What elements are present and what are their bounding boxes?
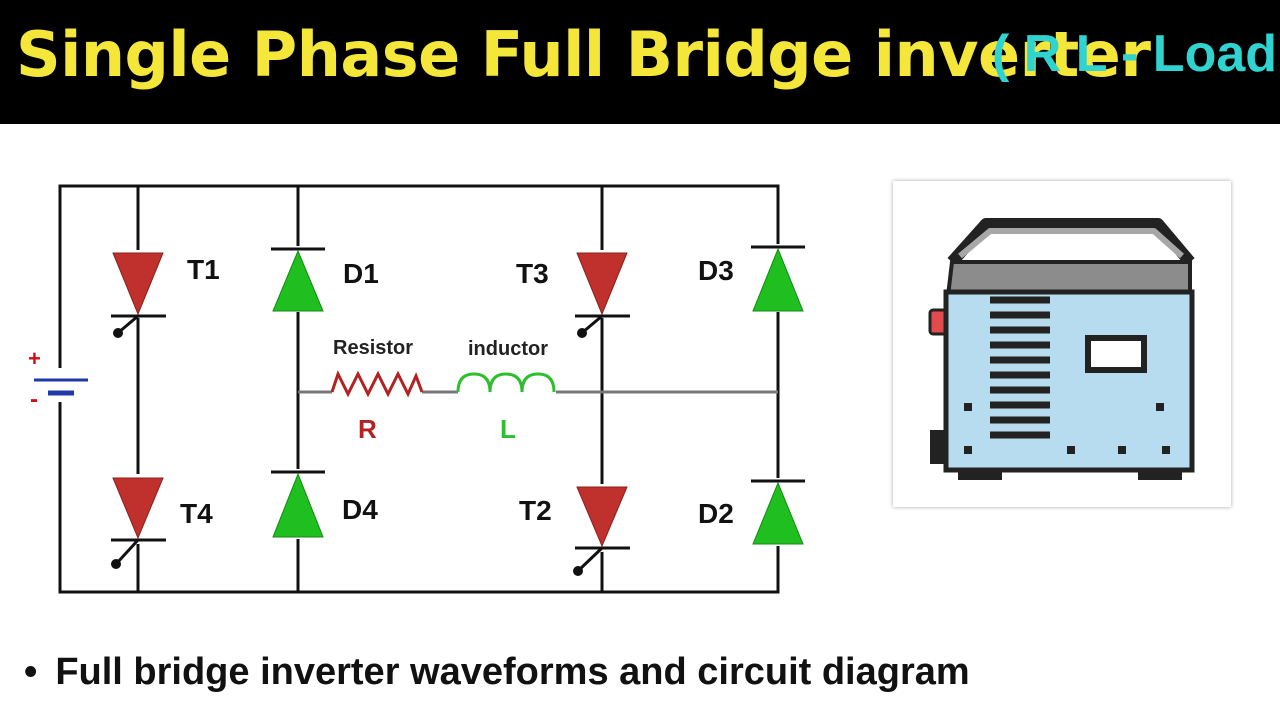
- footer-bullet-item: • Full bridge inverter waveforms and circ…: [24, 651, 970, 694]
- diode-d4: [268, 469, 328, 539]
- diode-d3: [748, 244, 808, 312]
- label-t4: T4: [180, 498, 213, 529]
- device-illustration-card: [893, 181, 1231, 507]
- thyristor-t1: [108, 250, 168, 338]
- title-bar: Single Phase Full Bridge inverter ( R L …: [0, 0, 1280, 124]
- circuit-diagram: + - Resistor inductor R L: [28, 184, 808, 594]
- label-t1: T1: [187, 254, 220, 285]
- label-d4: D4: [342, 494, 378, 525]
- label-d2: D2: [698, 498, 734, 529]
- label-d3: D3: [698, 255, 734, 286]
- inductor-caption: inductor: [468, 338, 548, 360]
- diode-d2: [748, 478, 808, 546]
- battery-minus: -: [30, 386, 38, 413]
- page-subtitle: ( R L - Load ): [992, 25, 1280, 83]
- inverter-icon: [928, 218, 1195, 480]
- bullet-icon: •: [24, 651, 38, 693]
- thyristor-t2: [572, 484, 632, 576]
- resistor-caption: Resistor: [333, 337, 413, 359]
- label-t2: T2: [519, 495, 552, 526]
- battery-gap: [50, 368, 70, 402]
- label-t3: T3: [516, 258, 549, 289]
- label-d1: D1: [343, 258, 379, 289]
- battery-plus: +: [28, 346, 41, 371]
- footer-text: Full bridge inverter waveforms and circu…: [55, 651, 970, 693]
- thyristor-t3: [572, 250, 632, 338]
- battery-symbol: [34, 378, 88, 396]
- resistor-symbol: [330, 370, 424, 398]
- inductor-symbol-label: L: [500, 414, 516, 444]
- diode-d1: [268, 246, 328, 312]
- inductor-symbol: [456, 372, 556, 393]
- page-title: Single Phase Full Bridge inverter: [16, 18, 1151, 91]
- resistor-symbol-label: R: [358, 414, 377, 444]
- thyristor-t4: [108, 474, 168, 569]
